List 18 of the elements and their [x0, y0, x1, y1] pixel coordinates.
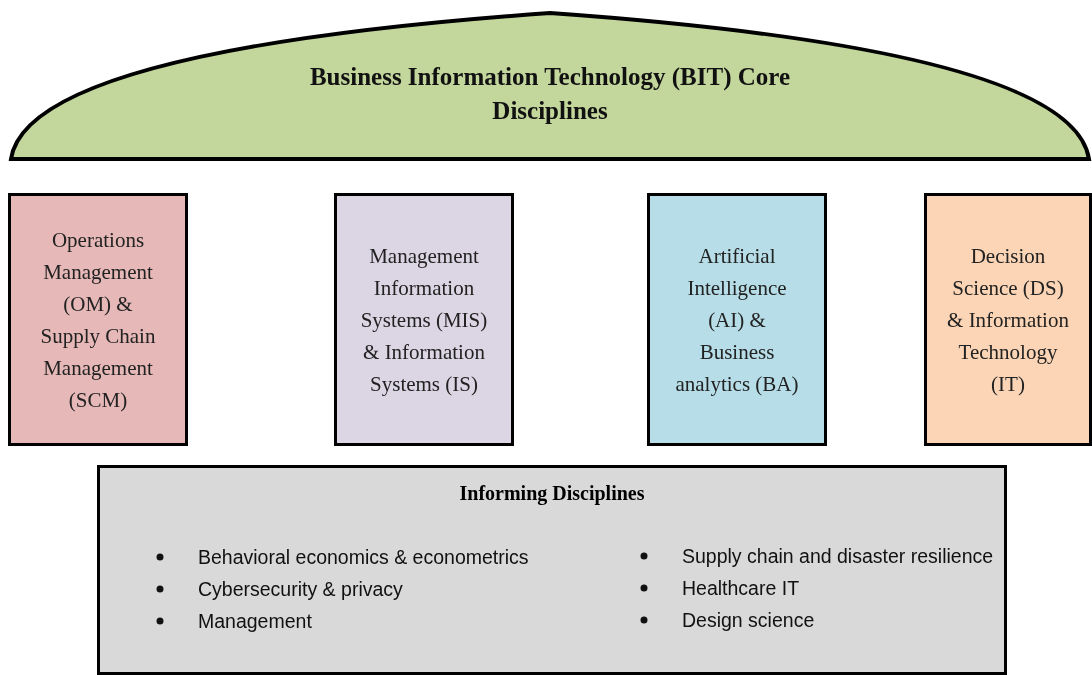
list-item-text: Supply chain and disaster resilience: [682, 544, 994, 569]
discipline-label: Artificial Intelligence (AI) & Business analytics (BA): [674, 242, 800, 398]
discipline-box: [334, 193, 514, 446]
list-item-text: Management: [198, 609, 312, 634]
list-item-text: Healthcare IT: [682, 576, 800, 601]
informing-panel: [97, 465, 1007, 675]
list-item-text: Behavioral economics & econometrics: [198, 545, 529, 570]
list-item-text: Cybersecurity & privacy: [198, 577, 403, 602]
discipline-box: [8, 193, 188, 446]
discipline-box: [924, 193, 1092, 446]
discipline-label: Management Information Systems (MIS) & Information Systems (IS): [359, 242, 489, 398]
panel-heading: Informing Disciplines: [458, 482, 646, 505]
list-item-text: Design science: [682, 608, 815, 633]
discipline-box: [647, 193, 827, 446]
discipline-label: Operations Management (OM) & Supply Chain Management (SCM): [39, 226, 157, 414]
discipline-label: Decision Science (DS) & Information Technology (IT): [947, 242, 1069, 398]
dome-banner: [8, 10, 1092, 162]
banner-title: Business Information Technology (BIT) Core Disciplines: [308, 62, 792, 126]
